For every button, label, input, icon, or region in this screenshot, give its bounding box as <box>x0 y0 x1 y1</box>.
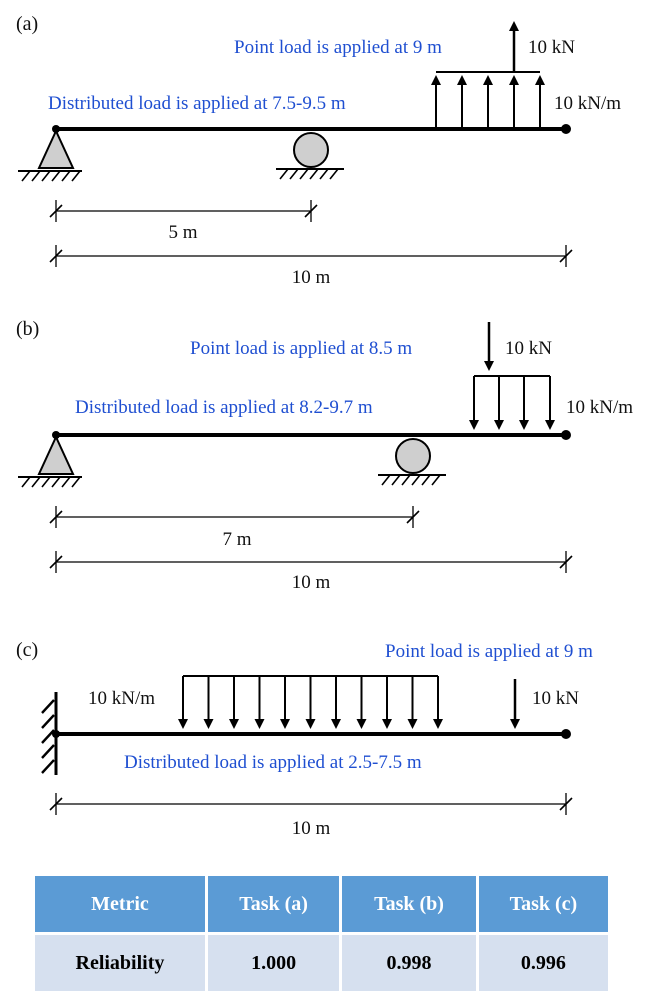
table-row: Reliability 1.000 0.998 0.996 <box>35 935 608 991</box>
panel-a-dimension-short-label: 5 m <box>168 222 197 243</box>
panel-c-dimension-total <box>49 793 573 815</box>
panel-c: (c) Point load is applied at 9 m 10 kN 1… <box>16 639 593 839</box>
panel-b-distributed-load <box>469 375 555 430</box>
header-task-c: Task (c) <box>478 876 608 932</box>
panel-a-distributed-load-text: Distributed load is applied at 7.5-9.5 m <box>48 93 346 114</box>
panel-a-dimension-short <box>49 200 318 222</box>
panel-c-distributed-intensity: 10 kN/m <box>88 688 155 709</box>
cell-metric-name: Reliability <box>35 935 205 991</box>
panel-b-point-load-text: Point load is applied at 8.5 m <box>190 338 412 359</box>
panel-b-dimension-total <box>49 551 573 573</box>
cell-task-b: 0.998 <box>342 935 476 991</box>
panel-b-distributed-intensity: 10 kN/m <box>566 397 633 418</box>
panel-b-pin-support <box>18 434 82 488</box>
panel-a: (a) Point load is applied at 9 m <box>16 13 621 288</box>
panel-c-distributed-load <box>178 675 443 729</box>
panel-c-distributed-load-text: Distributed load is applied at 2.5-7.5 m <box>124 752 422 773</box>
panel-c-left-joint <box>52 730 60 738</box>
panel-c-dimension-total-label: 10 m <box>292 818 331 839</box>
panel-b-dimension-short-label: 7 m <box>222 529 251 550</box>
panel-b-distributed-load-text: Distributed load is applied at 8.2-9.7 m <box>75 397 373 418</box>
table-header-row: Metric Task (a) Task (b) Task (c) <box>35 876 608 932</box>
panel-a-distributed-intensity: 10 kN/m <box>554 93 621 114</box>
cell-task-c: 0.996 <box>478 935 608 991</box>
panel-b: (b) Point load is applied at 8.5 m 10 kN… <box>16 318 633 593</box>
panel-a-dimension-total-label: 10 m <box>292 267 331 288</box>
panel-b-label: (b) <box>16 318 39 340</box>
panel-c-right-joint <box>561 729 571 739</box>
panel-b-right-joint <box>561 430 571 440</box>
panel-b-dimension-short <box>49 506 420 528</box>
panel-c-point-load-text: Point load is applied at 9 m <box>385 641 593 662</box>
header-task-a: Task (a) <box>207 876 340 932</box>
panel-a-distributed-load <box>431 71 545 127</box>
panel-a-pin-support <box>18 128 82 182</box>
panel-b-dimension-total-label: 10 m <box>292 572 331 593</box>
panel-b-point-force: 10 kN <box>505 338 552 359</box>
cell-task-a: 1.000 <box>207 935 340 991</box>
panel-a-roller-support <box>276 132 344 180</box>
panel-a-label: (a) <box>16 13 38 35</box>
panel-c-point-force: 10 kN <box>532 688 579 709</box>
beam-diagrams: (a) Point load is applied at 9 m <box>16 13 633 839</box>
panel-a-dimension-total <box>49 245 573 267</box>
panel-a-right-joint <box>561 124 571 134</box>
header-task-b: Task (b) <box>342 876 476 932</box>
panel-a-point-force: 10 kN <box>528 37 575 58</box>
panel-a-point-load-text: Point load is applied at 9 m <box>234 37 442 58</box>
panel-b-roller-support <box>378 438 446 486</box>
header-metric: Metric <box>35 876 205 932</box>
panel-c-label: (c) <box>16 639 38 661</box>
reliability-table: Metric Task (a) Task (b) Task (c) Reliab… <box>32 873 611 994</box>
